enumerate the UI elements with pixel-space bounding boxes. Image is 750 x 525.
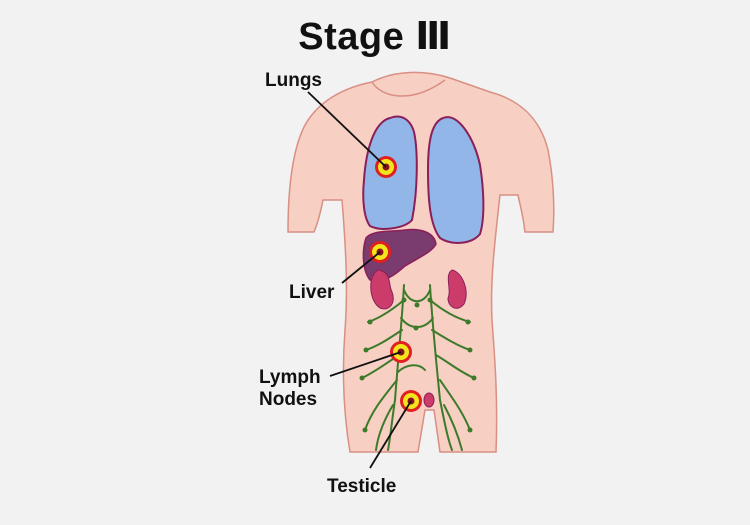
- label-lymph-line1: Lymph: [259, 367, 321, 388]
- page-title: Stage Ⅲ: [298, 16, 452, 58]
- label-lymph-line2: Nodes: [259, 389, 318, 410]
- leader-line-liver: [341, 251, 381, 284]
- right-kidney: [447, 269, 467, 309]
- right-lung: [426, 116, 485, 244]
- leader-line-testicle: [369, 400, 412, 469]
- torso-silhouette: [287, 71, 555, 453]
- label-testicle: Testicle: [327, 476, 397, 497]
- neck: [371, 79, 446, 97]
- label-lymph-nodes: Lymph Nodes: [259, 367, 321, 411]
- right-testicle: [423, 392, 435, 408]
- lymph-nodes-cluster: [359, 297, 477, 433]
- left-kidney: [370, 269, 394, 310]
- label-lungs: Lungs: [265, 70, 322, 91]
- leader-line-lymph: [329, 351, 402, 377]
- label-liver: Liver: [289, 282, 335, 303]
- leader-line-lungs: [307, 91, 387, 168]
